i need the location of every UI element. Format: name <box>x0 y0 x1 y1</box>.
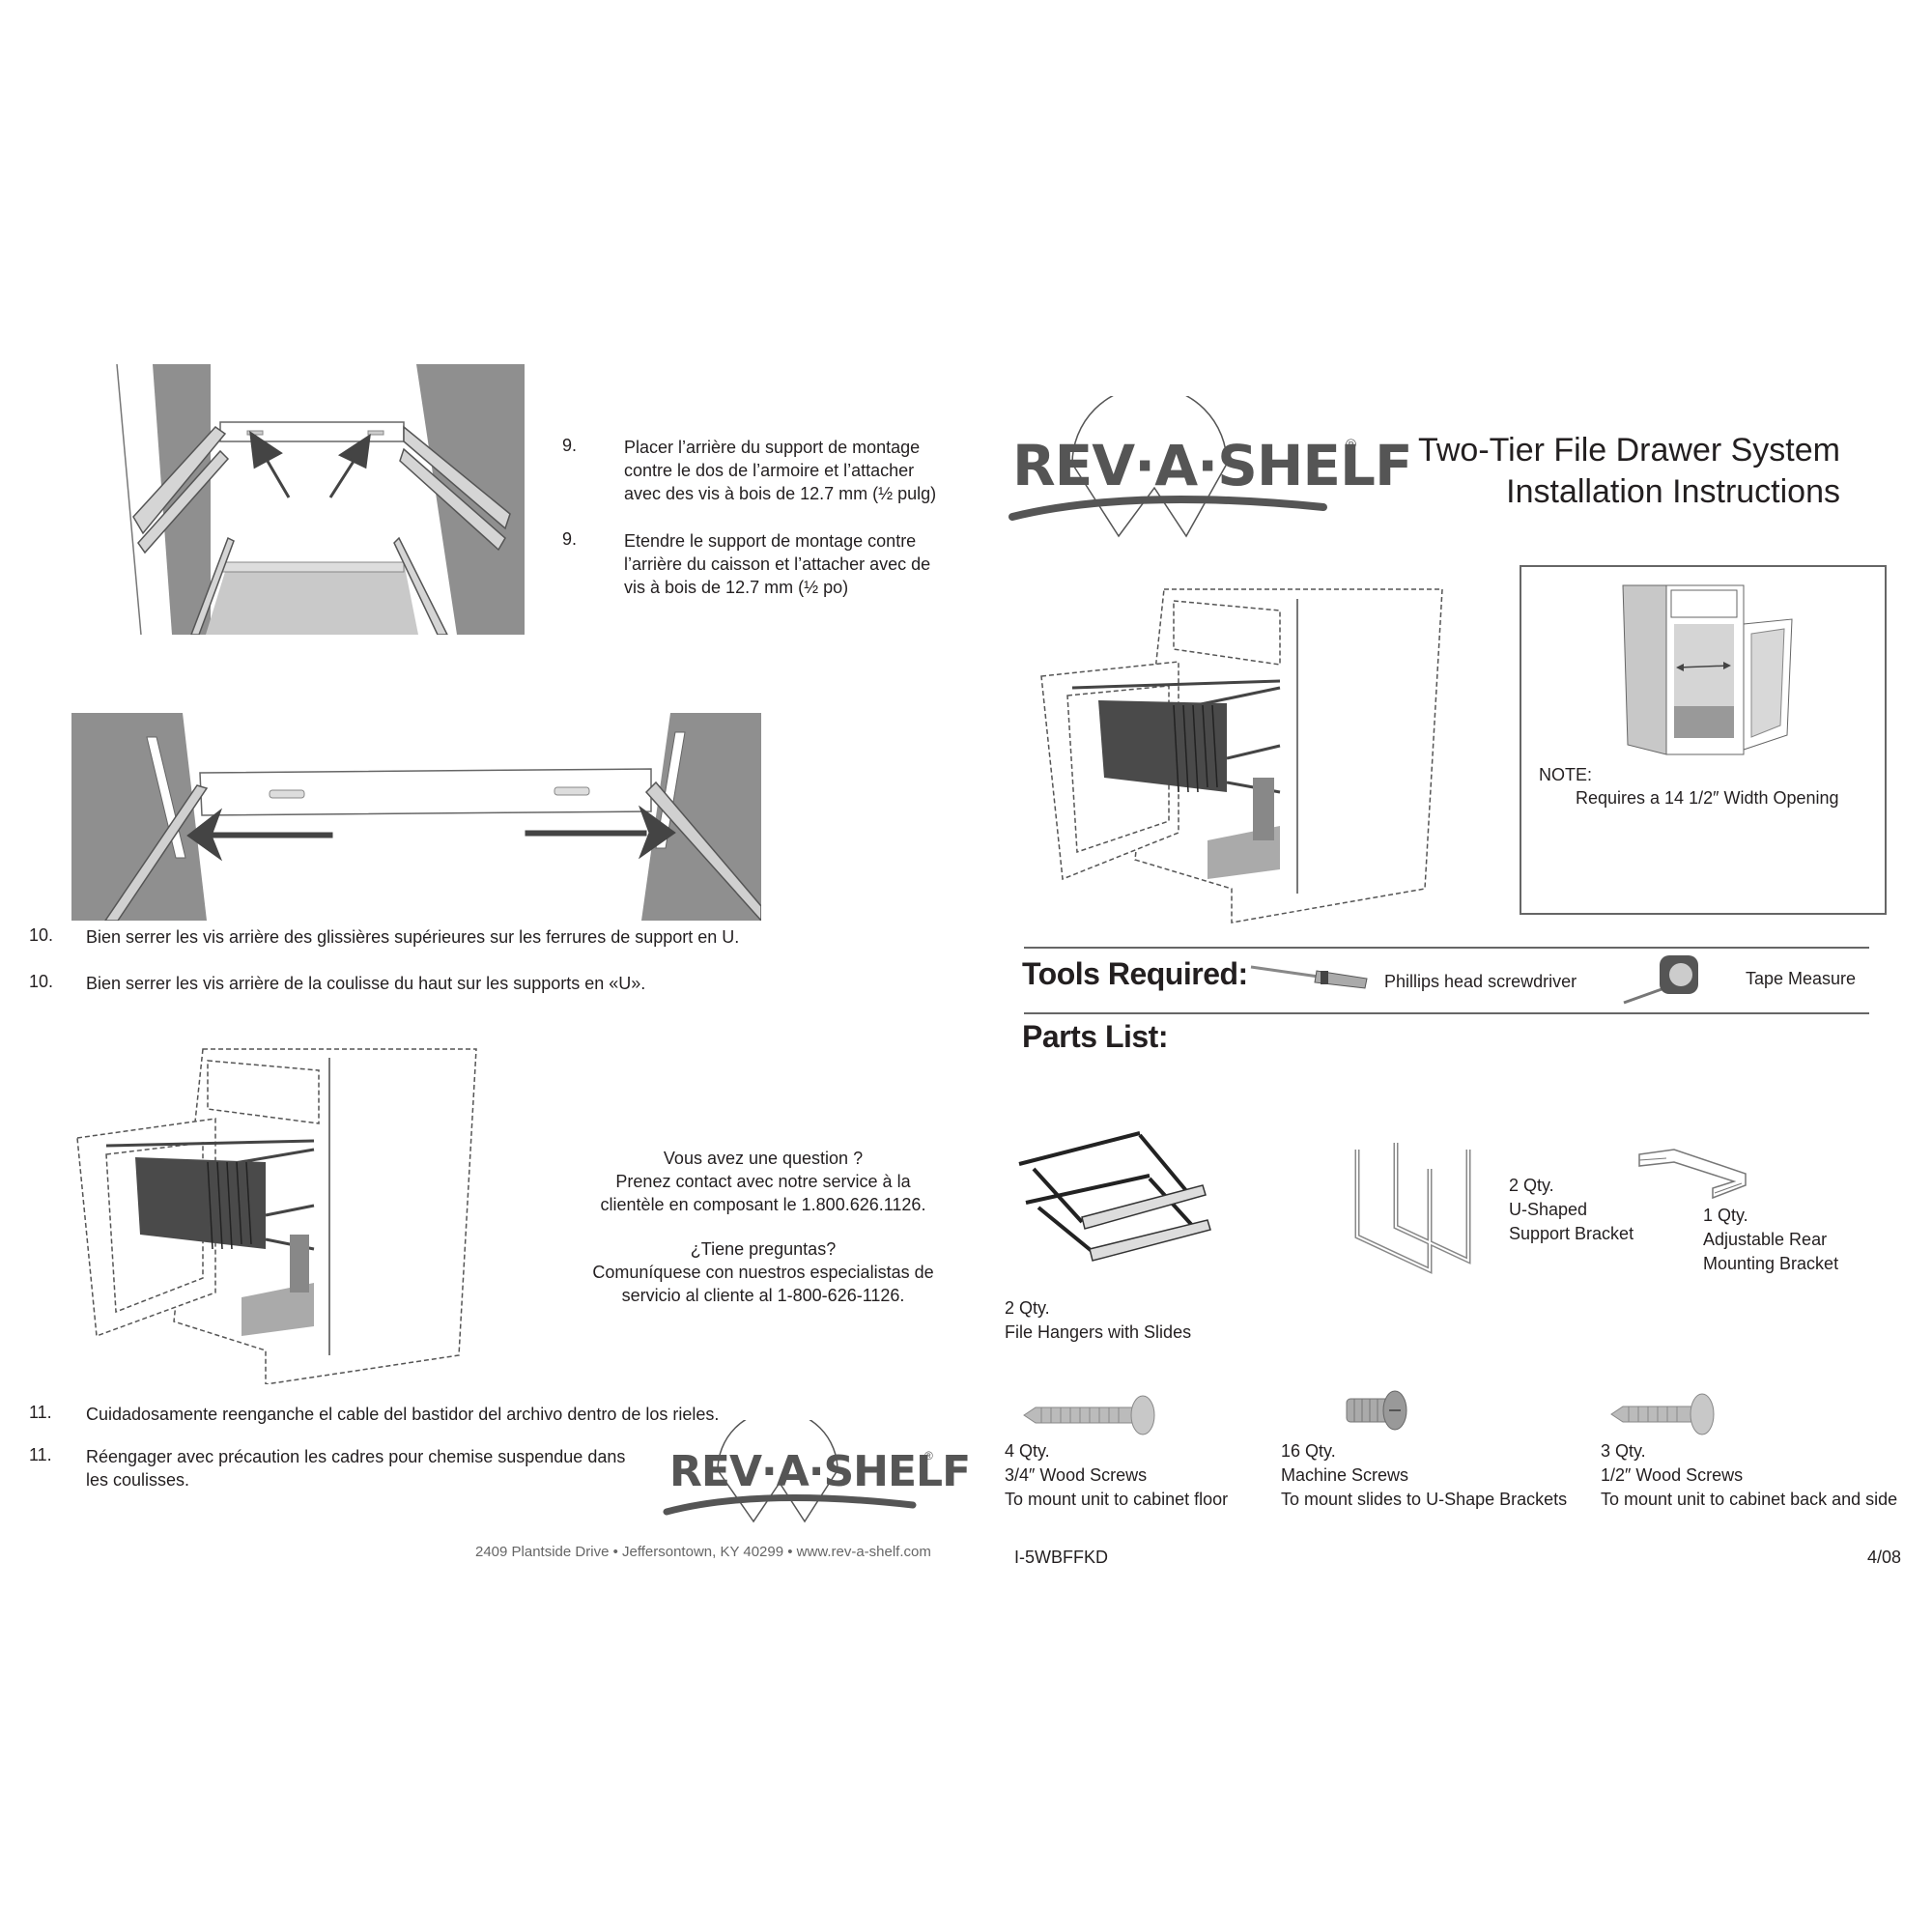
step11-fr-text: Réengager avec précaution les cadres pou… <box>86 1447 626 1490</box>
part-wood-screws-3-4: 4 Qty. 3/4″ Wood Screws To mount unit to… <box>1005 1441 1229 1509</box>
step11-es-text: Cuidadosamente reenganche el cable del b… <box>86 1405 720 1424</box>
part-wood-screws-1-2: 3 Qty. 1/2″ Wood Screws To mount unit to… <box>1601 1441 1898 1509</box>
screwdriver-icon <box>1249 963 1375 992</box>
tape-measure-icon <box>1621 952 1727 1008</box>
file-hanger-slides-icon <box>1014 1125 1217 1270</box>
cabinet-drawer-illustration <box>1038 580 1454 927</box>
note-box: NOTE: Requires a 14 1/2″ Width Opening <box>1520 565 1887 915</box>
revision-date: 4/08 <box>1867 1548 1902 1567</box>
rev-a-shelf-logo: REV·A·SHELF ® <box>662 1420 971 1531</box>
step9-fr-ca-text: Etendre le support de montage contre l’a… <box>624 531 931 597</box>
step9-fr-text: Placer l’arrière du support de montage c… <box>624 438 937 503</box>
machine-screw-icon <box>1345 1389 1412 1434</box>
step10-text: Bien serrer les vis arrière de la coulis… <box>86 974 646 993</box>
cabinet-illustration <box>72 1046 488 1384</box>
contact-info: Vous avez une question ? Prenez contact … <box>592 1149 934 1305</box>
parts-heading: Parts List: <box>1022 1019 1168 1054</box>
address: 2409 Plantside Drive • Jeffersontown, KY… <box>475 1544 931 1560</box>
logo-text: REV·A·SHELF <box>669 1447 971 1496</box>
logo-text: REV·A·SHELF <box>1012 433 1413 498</box>
rear-mounting-bracket-icon <box>1637 1145 1753 1203</box>
part-u-bracket: 2 Qty. U-Shaped Support Bracket <box>1509 1176 1634 1243</box>
step-number: 11. <box>29 1403 52 1422</box>
divider <box>1024 947 1869 949</box>
step-number: 9. <box>562 436 578 455</box>
u-shaped-bracket-icon <box>1348 1140 1488 1275</box>
step-number: 10. <box>29 972 54 991</box>
document-title: Two-Tier File Drawer System Installation… <box>1417 432 1840 510</box>
rev-a-shelf-logo-main: REV·A·SHELF ® <box>1005 396 1413 541</box>
divider <box>1024 1012 1869 1014</box>
note-text: Requires a 14 1/2″ Width Opening <box>1576 788 1839 808</box>
tool-label: Phillips head screwdriver <box>1384 972 1577 991</box>
step-number: 11. <box>29 1445 52 1464</box>
registered-mark: ® <box>924 1449 933 1463</box>
wood-screw-icon <box>1022 1394 1157 1438</box>
step10-text: Bien serrer les vis arrière des glissièr… <box>86 927 740 947</box>
part-file-hangers: 2 Qty. File Hangers with Slides <box>1005 1298 1192 1342</box>
part-rear-bracket: 1 Qty. Adjustable Rear Mounting Bracket <box>1703 1206 1839 1273</box>
step10-illustration <box>71 713 761 921</box>
document-code: I-5WBFFKD <box>1014 1548 1108 1567</box>
registered-mark: ® <box>1346 437 1357 453</box>
step-number: 10. <box>29 925 54 945</box>
part-machine-screws: 16 Qty. Machine Screws To mount slides t… <box>1281 1441 1568 1509</box>
wood-screw-short-icon <box>1609 1391 1716 1437</box>
tools-heading: Tools Required: <box>1022 956 1248 991</box>
note-label: NOTE: <box>1539 765 1593 784</box>
tool-label: Tape Measure <box>1746 969 1857 988</box>
step-number: 9. <box>562 529 578 549</box>
cabinet-opening-icon <box>1622 584 1793 755</box>
step9-illustration <box>114 364 525 635</box>
